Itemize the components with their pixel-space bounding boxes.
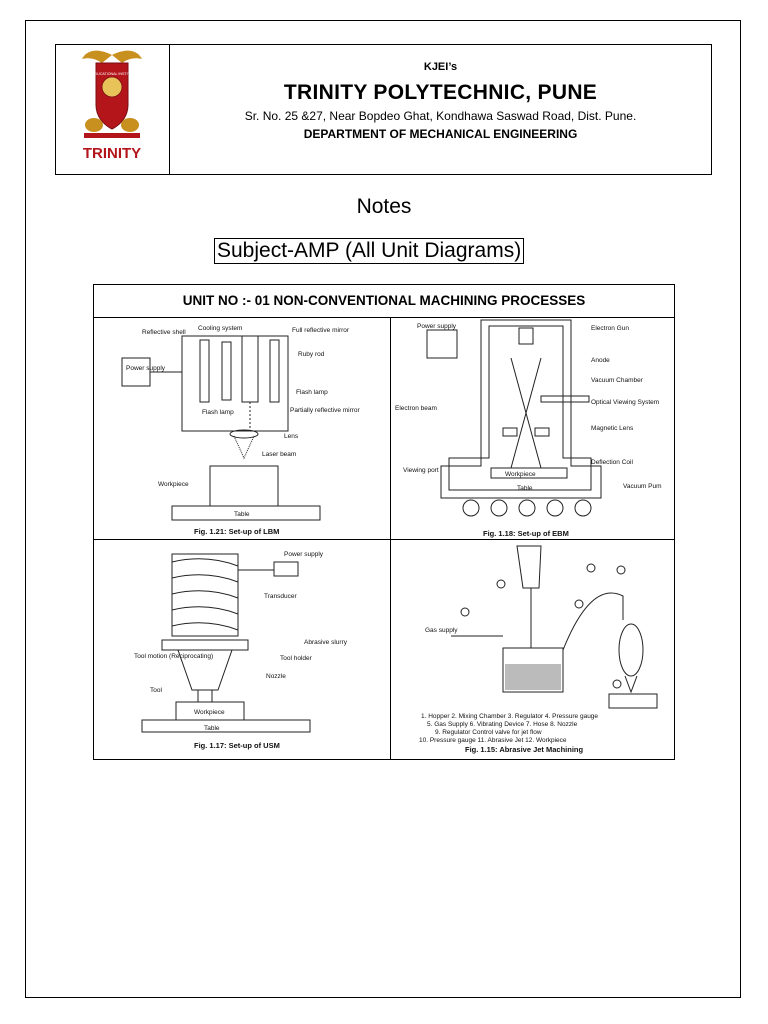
label-electron-beam: Electron beam [395, 405, 437, 412]
label-workpiece: Workpiece [158, 481, 189, 488]
label-table: Table [234, 511, 250, 518]
label-usm-table: Table [204, 725, 220, 732]
label-tool-holder: Tool holder [280, 655, 313, 662]
label-optical-viewing: Optical Viewing System [591, 399, 659, 406]
label-flash-lamp-2: Flash lamp [202, 409, 234, 416]
label-full-mirror: Full reflective mirror [292, 327, 350, 334]
label-transducer: Transducer [264, 593, 297, 600]
label-tool: Tool [150, 687, 162, 694]
trust-name: KJEI’s [423, 61, 458, 73]
label-cooling-system: Cooling system [198, 325, 242, 332]
label-nozzle: Nozzle [266, 673, 286, 680]
label-gas-supply: Gas supply [425, 627, 458, 634]
institute-name: TRINITY POLYTECHNIC, PUNE [283, 81, 598, 104]
ajm-legend-line-1: 1. Hopper 2. Mixing Chamber 3. Regulator… [421, 713, 598, 720]
label-anode: Anode [591, 357, 610, 364]
unit-diagram-table: UNIT NO :- 01 NON-CONVENTIONAL MACHINING… [93, 284, 675, 760]
caption-ebm: Fig. 1.18: Set-up of EBM [483, 529, 569, 538]
label-tool-motion: Tool motion (Reciprocating) [134, 653, 213, 660]
notes-heading: Notes [356, 195, 412, 218]
label-ebm-workpiece: Workpiece [505, 471, 536, 478]
label-ebm-power-supply: Power supply [417, 323, 457, 330]
page-border [25, 20, 741, 998]
label-electron-gun: Electron Gun [591, 325, 629, 332]
ajm-legend-line-4: 10. Pressure gauge 11. Abrasive Jet 12. … [419, 737, 567, 744]
caption-usm: Fig. 1.17: Set-up of USM [194, 741, 280, 750]
figure-usm: Power supply Transducer Abrasive slurry … [94, 540, 391, 759]
label-reflective-shell: Reflective shell [142, 329, 186, 336]
logo-wordmark: TRINITY [83, 145, 141, 162]
label-vacuum-pump: Vacuum Pum [623, 483, 662, 490]
label-ruby-rod: Ruby rod [298, 351, 325, 358]
label-usm-workpiece: Workpiece [194, 709, 225, 716]
logo-badge-text: KJ'S EDUCATIONAL INSTITUTE'S [84, 72, 141, 76]
label-vacuum-chamber: Vacuum Chamber [591, 377, 644, 384]
label-usm-power-supply: Power supply [284, 551, 324, 558]
label-ebm-table: Table [517, 485, 533, 492]
figure-lbm: Reflective shell Cooling system Full ref… [94, 318, 391, 540]
ajm-legend-line-2: 5. Gas Supply 6. Vibrating Device 7. Hos… [427, 721, 578, 728]
subject-heading: Subject-AMP (All Unit Diagrams) [214, 238, 525, 264]
label-partial-mirror: Partially reflective mirror [290, 407, 361, 414]
label-flash-lamp: Flash lamp [296, 389, 328, 396]
label-deflection-coil: Deflection Coil [591, 459, 633, 466]
unit-title: UNIT NO :- 01 NON-CONVENTIONAL MACHINING… [94, 285, 674, 318]
label-magnetic-lens: Magnetic Lens [591, 425, 634, 432]
caption-lbm: Fig. 1.21: Set-up of LBM [194, 527, 279, 536]
label-laser-beam: Laser beam [262, 451, 296, 458]
logo: KJ'S EDUCATIONAL INSTITUTE'S TRINITY [56, 45, 170, 174]
figure-ebm: Power supply Electron Gun Anode Vacuum C… [391, 318, 674, 540]
label-viewing-port: Viewing port [403, 467, 439, 474]
letterhead: KJ'S EDUCATIONAL INSTITUTE'S TRINITY KJE… [55, 44, 712, 175]
label-abrasive-slurry: Abrasive slurry [304, 639, 348, 646]
caption-ajm: Fig. 1.15: Abrasive Jet Machining [465, 745, 584, 754]
ajm-legend-line-3: 9. Regulator Control valve for jet flow [435, 729, 542, 736]
label-power-supply: Power supply [126, 365, 166, 372]
department-name: DEPARTMENT OF MECHANICAL ENGINEERING [303, 127, 578, 141]
institute-address: Sr. No. 25 &27, Near Bopdeo Ghat, Kondha… [244, 109, 637, 123]
figure-ajm: Gas supply 1. Hopper 2. Mixing Chamber 3… [391, 540, 674, 759]
label-lens: Lens [284, 433, 299, 440]
